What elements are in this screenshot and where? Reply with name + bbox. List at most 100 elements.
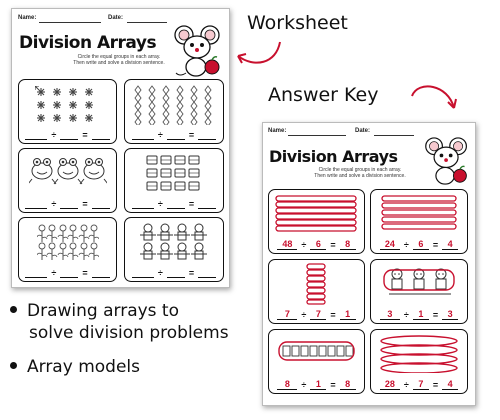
divide-sign: ÷ <box>403 310 409 320</box>
worksheet-label: Worksheet <box>247 12 348 34</box>
worksheet-problem-2: ÷ = <box>124 79 224 144</box>
worksheet-problem-1: ÷ = <box>18 79 117 144</box>
feature-bullet-list: Drawing arrays to solve division problem… <box>10 300 260 378</box>
dividend-blank[interactable] <box>131 129 154 140</box>
quotient-answer: 8 <box>339 379 356 390</box>
equals-sign: = <box>432 310 439 320</box>
quotient-blank[interactable] <box>91 267 110 278</box>
dividend-answer: 3 <box>379 309 400 320</box>
quotient-blank[interactable] <box>91 198 110 209</box>
equation-row: 8 ÷ 1 = 8 <box>275 378 358 390</box>
equation-row: ÷ = <box>25 266 110 278</box>
divide-sign: ÷ <box>51 130 57 140</box>
circled-snowflake-array-icon <box>275 195 357 232</box>
divisor-blank[interactable] <box>60 129 79 140</box>
bullet-text: Array models <box>27 357 140 377</box>
divisor-blank[interactable] <box>60 198 79 209</box>
circled-column-array-icon <box>306 263 326 305</box>
frog-array-icon <box>29 158 107 185</box>
answer-key-label: Answer Key <box>268 84 379 106</box>
equation-row: ÷ = <box>131 128 217 140</box>
curved-arrow-icon <box>411 85 457 109</box>
bullet-item-continued: solve division problems <box>29 323 229 343</box>
instruction-line-1: Circle the equal groups in each array. <box>318 167 402 173</box>
answer-key-problem-4: 3 ÷ 1 = 3 <box>370 259 468 324</box>
quotient-answer: 8 <box>339 239 356 250</box>
divisor-blank[interactable] <box>166 198 185 209</box>
equation-row: ÷ = <box>131 197 217 209</box>
quotient-answer: 1 <box>339 309 356 320</box>
mouse-mascot-icon <box>425 137 467 185</box>
divide-sign: ÷ <box>403 380 409 390</box>
divide-sign: ÷ <box>301 240 307 250</box>
divisor-answer: 6 <box>310 239 327 250</box>
bullet-dot-icon <box>10 305 17 313</box>
divide-sign: ÷ <box>157 130 163 140</box>
worksheet-page: Name: Date: Division Arrays Circle the e… <box>11 8 230 288</box>
quotient-answer: 3 <box>442 309 459 320</box>
name-line <box>288 135 346 136</box>
equals-sign: = <box>432 240 439 250</box>
worksheet-problem-5: ÷ = <box>18 217 117 282</box>
equation-row: 24 ÷ 6 = 4 <box>377 238 461 250</box>
circled-candy-array-icon <box>380 335 458 373</box>
dividend-blank[interactable] <box>131 198 154 209</box>
instruction-line-2: Then write and solve a division sentence… <box>314 173 406 179</box>
equation-row: 28 ÷ 7 = 4 <box>377 378 461 390</box>
divide-sign: ÷ <box>301 310 307 320</box>
worksheet-title: Division Arrays <box>19 33 157 53</box>
equals-sign: = <box>330 310 336 320</box>
equals-sign: = <box>188 130 195 140</box>
equation-row: 48 ÷ 6 = 8 <box>275 238 358 250</box>
equals-sign: = <box>330 380 336 390</box>
dividend-answer: 8 <box>277 379 298 390</box>
divide-sign: ÷ <box>157 199 163 209</box>
divide-sign: ÷ <box>51 199 57 209</box>
instruction-line-2: Then write and solve a division sentence… <box>73 60 165 66</box>
bullet-item: Array models <box>10 356 260 378</box>
dividend-answer: 28 <box>379 379 400 390</box>
equals-sign: = <box>82 130 88 140</box>
dividend-answer: 24 <box>379 239 400 250</box>
quotient-answer: 4 <box>442 239 459 250</box>
answer-key-instructions: Circle the equal groups in each array. T… <box>301 167 419 179</box>
quotient-blank[interactable] <box>91 129 110 140</box>
quotient-blank[interactable] <box>198 267 217 278</box>
equation-row: 7 ÷ 7 = 1 <box>275 308 358 320</box>
basket-array-icon <box>146 155 200 191</box>
dividend-blank[interactable] <box>25 267 48 278</box>
divisor-blank[interactable] <box>166 267 185 278</box>
divisor-answer: 7 <box>412 379 429 390</box>
divisor-answer: 6 <box>412 239 429 250</box>
instruction-line-1: Circle the equal groups in each array. <box>77 54 161 60</box>
flower-array-icon <box>37 224 99 261</box>
bullet-text: Drawing arrays to <box>27 301 179 321</box>
equation-row: 3 ÷ 1 = 3 <box>377 308 461 320</box>
dividend-blank[interactable] <box>25 129 48 140</box>
quotient-blank[interactable] <box>198 198 217 209</box>
answer-key-problem-2: 24 ÷ 6 = 4 <box>370 189 468 254</box>
answer-key-problem-3: 7 ÷ 7 = 1 <box>268 259 365 324</box>
circled-row-array-icon <box>278 341 355 361</box>
bullet-dot-icon <box>10 361 17 369</box>
answer-key-problem-5: 8 ÷ 1 = 8 <box>268 329 365 394</box>
divisor-blank[interactable] <box>166 129 185 140</box>
divisor-answer: 7 <box>310 309 327 320</box>
answer-key-problem-1: 48 ÷ 6 = 8 <box>268 189 365 254</box>
divide-sign: ÷ <box>301 380 307 390</box>
quotient-blank[interactable] <box>198 129 217 140</box>
kid-array-icon <box>139 223 208 260</box>
date-line <box>374 135 414 136</box>
equals-sign: = <box>82 199 88 209</box>
dividend-blank[interactable] <box>131 267 154 278</box>
answer-key-page: Name: Date: Division Arrays Circle the e… <box>262 122 476 406</box>
equation-row: ÷ = <box>25 128 110 140</box>
leaf-array-icon <box>134 85 212 125</box>
name-label: Name: <box>268 128 287 134</box>
divide-sign: ÷ <box>157 268 163 278</box>
dividend-blank[interactable] <box>25 198 48 209</box>
divisor-answer: 1 <box>412 309 429 320</box>
quotient-answer: 4 <box>442 379 459 390</box>
divisor-blank[interactable] <box>60 267 79 278</box>
equals-sign: = <box>188 199 195 209</box>
